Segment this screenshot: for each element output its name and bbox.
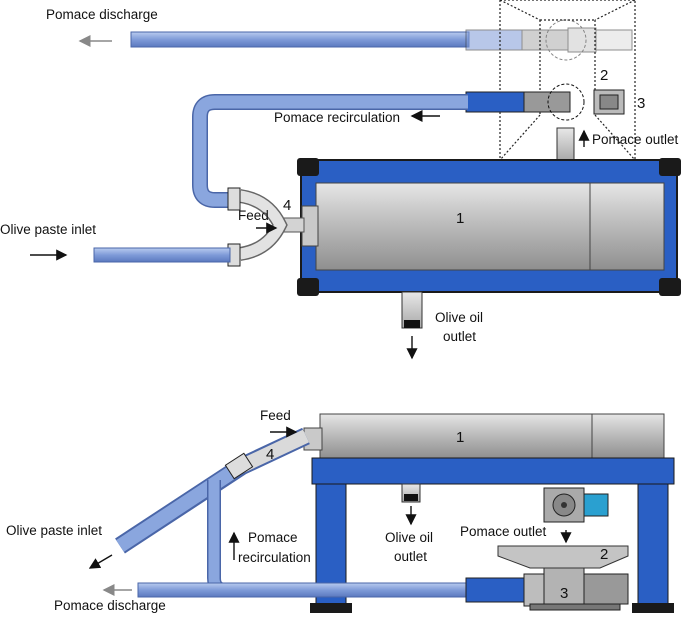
- side-valve-flange: [224, 452, 254, 480]
- recirculation-pipe: [193, 95, 468, 207]
- side-recirc-label-2: recirculation: [238, 550, 311, 565]
- feed-label: Feed: [238, 208, 269, 223]
- side-frame-top: [311, 457, 675, 485]
- frame-foot: [659, 158, 681, 176]
- oil-outlet-mouth: [404, 320, 420, 328]
- pump-upper: [465, 19, 633, 61]
- motor-end-cap: [583, 493, 609, 517]
- olive-paste-inlet-label: Olive paste inlet: [0, 222, 96, 237]
- y-joint: [238, 190, 287, 260]
- side-pomace-outlet-label: Pomace outlet: [460, 524, 547, 539]
- decanter-number: 1: [456, 210, 464, 227]
- side-inlet-arrow: [88, 554, 113, 569]
- pomace-discharge-pipe: [130, 31, 470, 48]
- pomace-outlet-chute: [556, 127, 575, 161]
- side-pump-number: 3: [560, 585, 568, 602]
- motor-hub: [561, 502, 567, 508]
- valve-number: 4: [283, 197, 291, 214]
- hopper-outline-top: [499, 0, 636, 161]
- side-feed-elbow: [237, 429, 309, 474]
- pomace-recirculation-label: Pomace recirculation: [274, 110, 400, 125]
- top-pump-number: 3: [637, 95, 645, 112]
- side-oil-outlet-mouth: [404, 494, 418, 501]
- side-inlet-pipe: [116, 461, 244, 552]
- olive-paste-inlet-pipe: [93, 247, 231, 263]
- side-view: 1 4 Feed Pomace recirculation Olive past…: [6, 408, 675, 613]
- side-frame-foot: [632, 603, 674, 613]
- side-frame-leg: [637, 483, 669, 605]
- pump-recirculation: [465, 83, 625, 121]
- frame-foot: [297, 278, 319, 296]
- side-recirc-label-1: Pomace: [248, 530, 298, 545]
- side-decanter-drum: [319, 413, 665, 459]
- side-oil-outlet-label-1: Olive oil: [385, 530, 433, 545]
- side-olive-paste-inlet-label: Olive paste inlet: [6, 523, 102, 538]
- side-hopper: [497, 545, 629, 569]
- side-pump: [465, 565, 629, 611]
- pomace-outlet-label: Pomace outlet: [592, 132, 679, 147]
- side-frame-foot: [310, 603, 352, 613]
- side-valve-number: 4: [266, 446, 274, 463]
- side-hopper-number: 2: [600, 546, 608, 563]
- side-oil-outlet-label-2: outlet: [394, 549, 427, 564]
- side-pomace-discharge-label: Pomace discharge: [54, 598, 166, 613]
- top-hopper-number: 2: [600, 67, 608, 84]
- oil-outlet-label-2: outlet: [443, 329, 476, 344]
- side-pomace-discharge-pipe: [137, 582, 473, 598]
- frame-foot: [659, 278, 681, 296]
- decanter-drum: [315, 182, 665, 271]
- side-decanter-number: 1: [456, 429, 464, 446]
- pomace-discharge-label: Pomace discharge: [46, 7, 158, 22]
- joint-flange: [227, 187, 241, 211]
- side-feed-label: Feed: [260, 408, 291, 423]
- oil-outlet-label-1: Olive oil: [435, 310, 483, 325]
- frame-foot: [297, 158, 319, 176]
- top-view: Pomace discharge 2: [0, 0, 681, 360]
